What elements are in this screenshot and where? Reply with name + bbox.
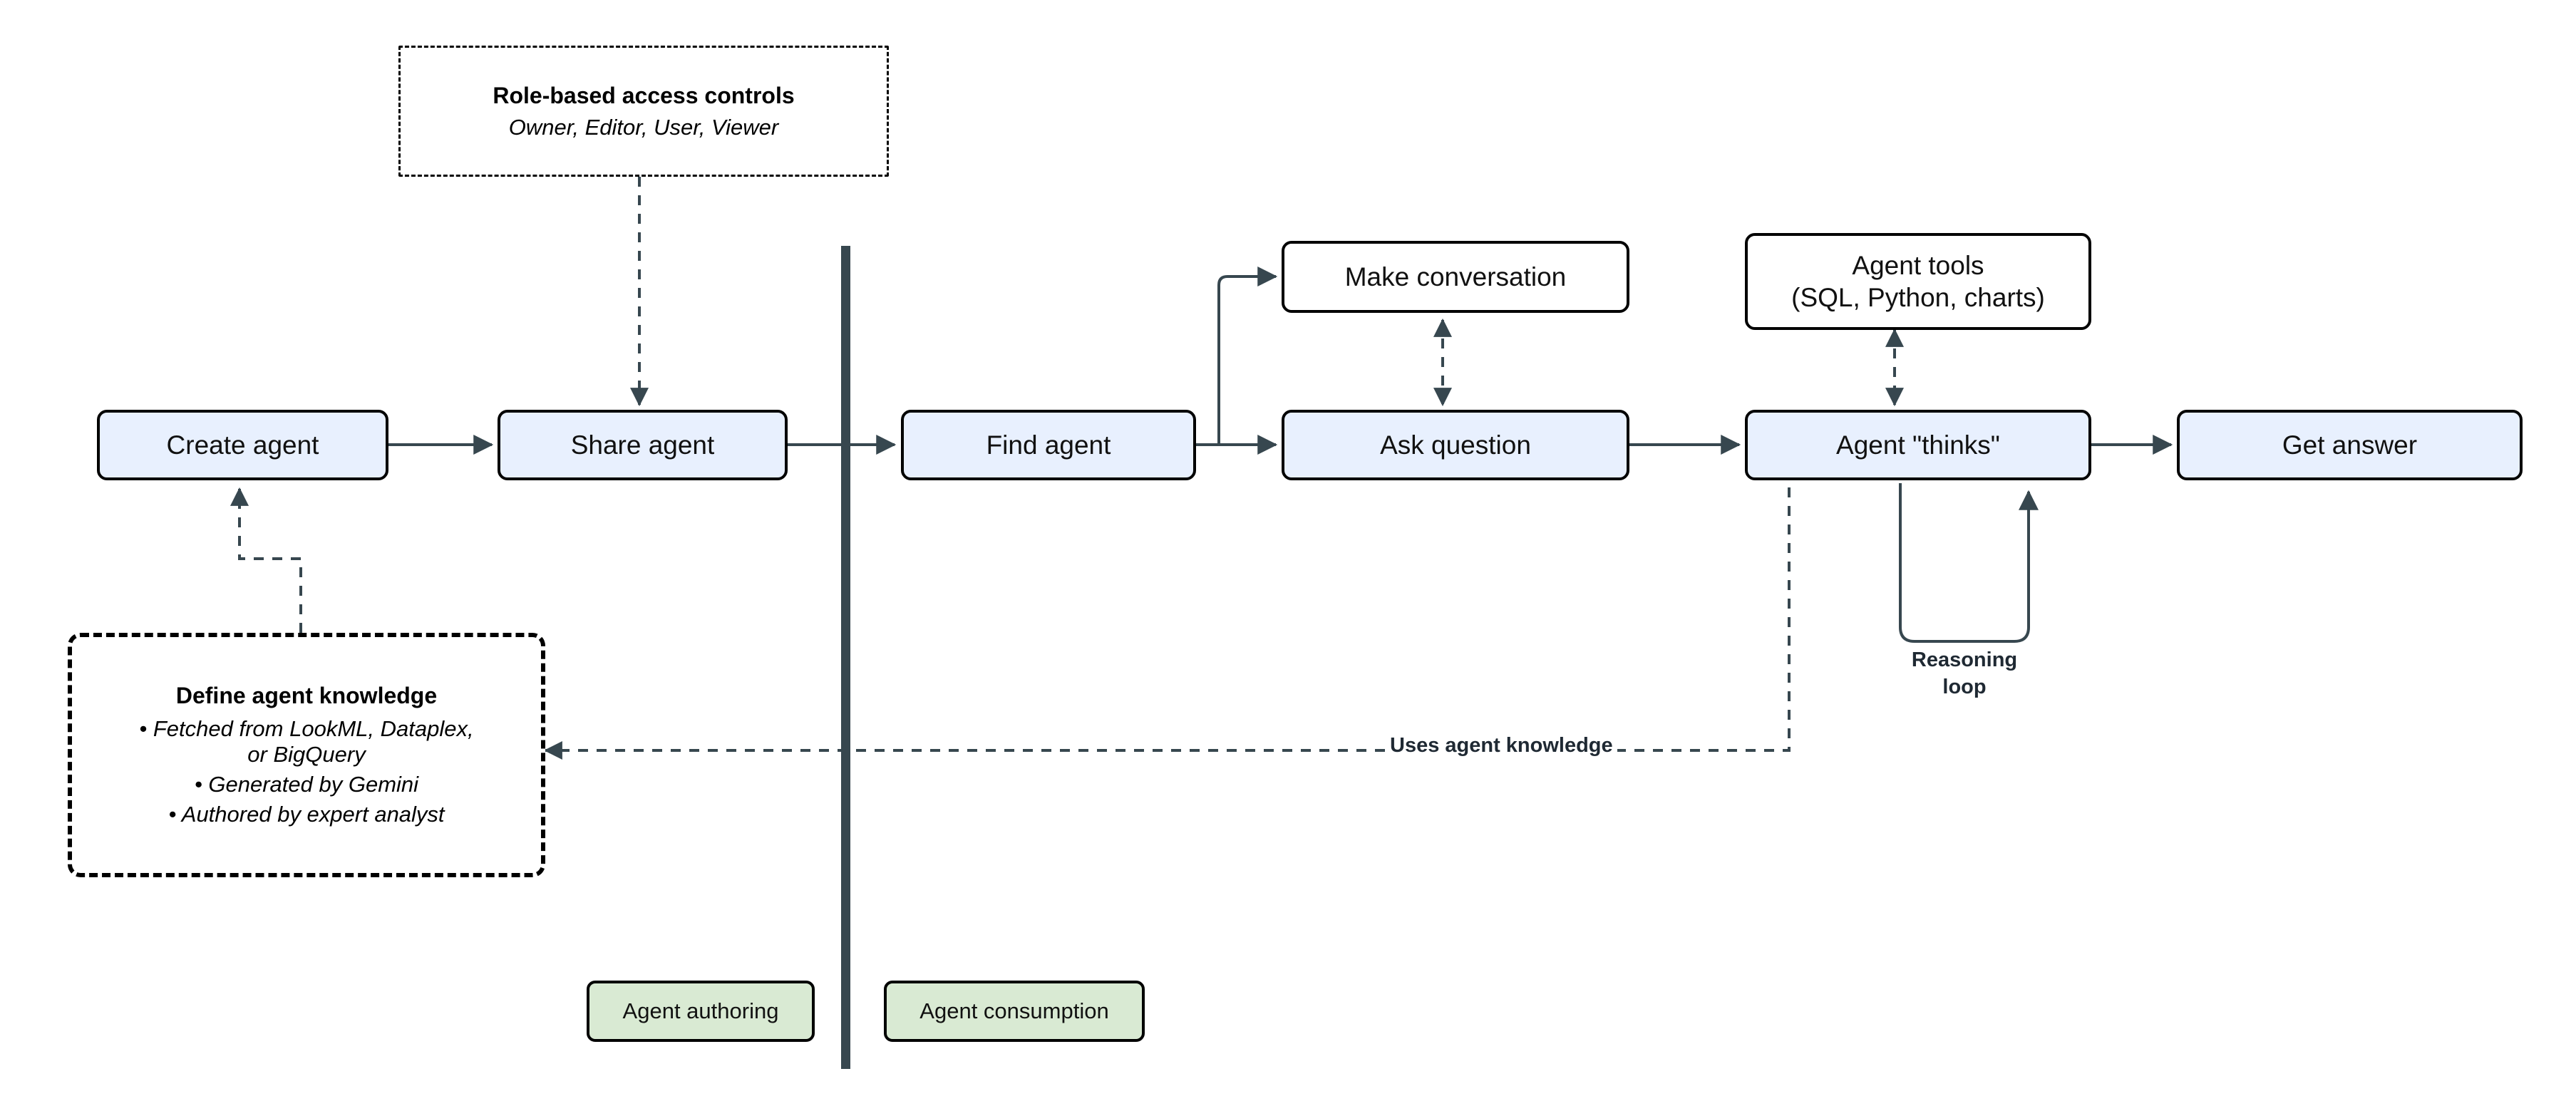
edge-label-reasoning-loop: Reasoning loop <box>1886 647 2043 701</box>
knowledge-note-bullet-3: • Authored by expert analyst <box>168 802 445 827</box>
note-role-based-access-controls: Role-based access controls Owner, Editor… <box>398 46 889 177</box>
node-agent-thinks[interactable]: Agent "thinks" <box>1745 410 2091 480</box>
knowledge-note-title: Define agent knowledge <box>175 683 438 708</box>
node-find-agent-label: Find agent <box>986 430 1111 460</box>
node-make-conversation[interactable]: Make conversation <box>1282 241 1629 313</box>
knowledge-note-bullet-1-cont: or BigQuery <box>247 742 366 767</box>
edge-find-to-make-conversation <box>1217 267 1278 445</box>
edge-knowledge-to-create-agent <box>230 487 302 633</box>
edge-label-reasoning-loop-line1: Reasoning <box>1911 648 2018 671</box>
node-get-answer[interactable]: Get answer <box>2177 410 2523 480</box>
node-get-answer-label: Get answer <box>2282 430 2418 460</box>
node-create-agent-label: Create agent <box>166 430 319 460</box>
edge-uses-agent-knowledge <box>543 487 1791 760</box>
edge-reasoning-loop <box>1899 483 2039 643</box>
node-agent-thinks-label: Agent "thinks" <box>1836 430 2000 460</box>
node-create-agent[interactable]: Create agent <box>97 410 388 480</box>
node-agent-tools-label-line1: Agent tools <box>1852 250 1984 280</box>
node-share-agent[interactable]: Share agent <box>498 410 788 480</box>
knowledge-note-bullet-2: • Generated by Gemini <box>194 772 419 797</box>
node-agent-tools-label-line2: (SQL, Python, charts) <box>1791 283 2045 312</box>
edge-label-uses-agent-knowledge: Uses agent knowledge <box>1386 734 1617 758</box>
legend-agent-authoring[interactable]: Agent authoring <box>587 981 815 1042</box>
rbac-note-title: Role-based access controls <box>493 82 795 108</box>
legend-agent-consumption[interactable]: Agent consumption <box>884 981 1145 1042</box>
edge-label-reasoning-loop-line2: loop <box>1942 675 1987 698</box>
legend-agent-consumption-label: Agent consumption <box>919 998 1109 1024</box>
node-find-agent[interactable]: Find agent <box>901 410 1196 480</box>
node-make-conversation-label: Make conversation <box>1344 262 1567 291</box>
rbac-note-subtitle: Owner, Editor, User, Viewer <box>508 114 779 140</box>
legend-agent-authoring-label: Agent authoring <box>622 998 779 1024</box>
node-ask-question[interactable]: Ask question <box>1282 410 1629 480</box>
node-share-agent-label: Share agent <box>570 430 715 460</box>
phase-divider <box>841 246 850 1069</box>
node-ask-question-label: Ask question <box>1380 430 1531 460</box>
node-agent-tools[interactable]: Agent tools (SQL, Python, charts) <box>1745 233 2091 330</box>
note-define-agent-knowledge: Define agent knowledge • Fetched from Lo… <box>68 633 545 877</box>
edge-label-uses-agent-knowledge-text: Uses agent knowledge <box>1390 734 1613 757</box>
knowledge-note-bullet-1: • Fetched from LookML, Dataplex, <box>139 716 474 741</box>
